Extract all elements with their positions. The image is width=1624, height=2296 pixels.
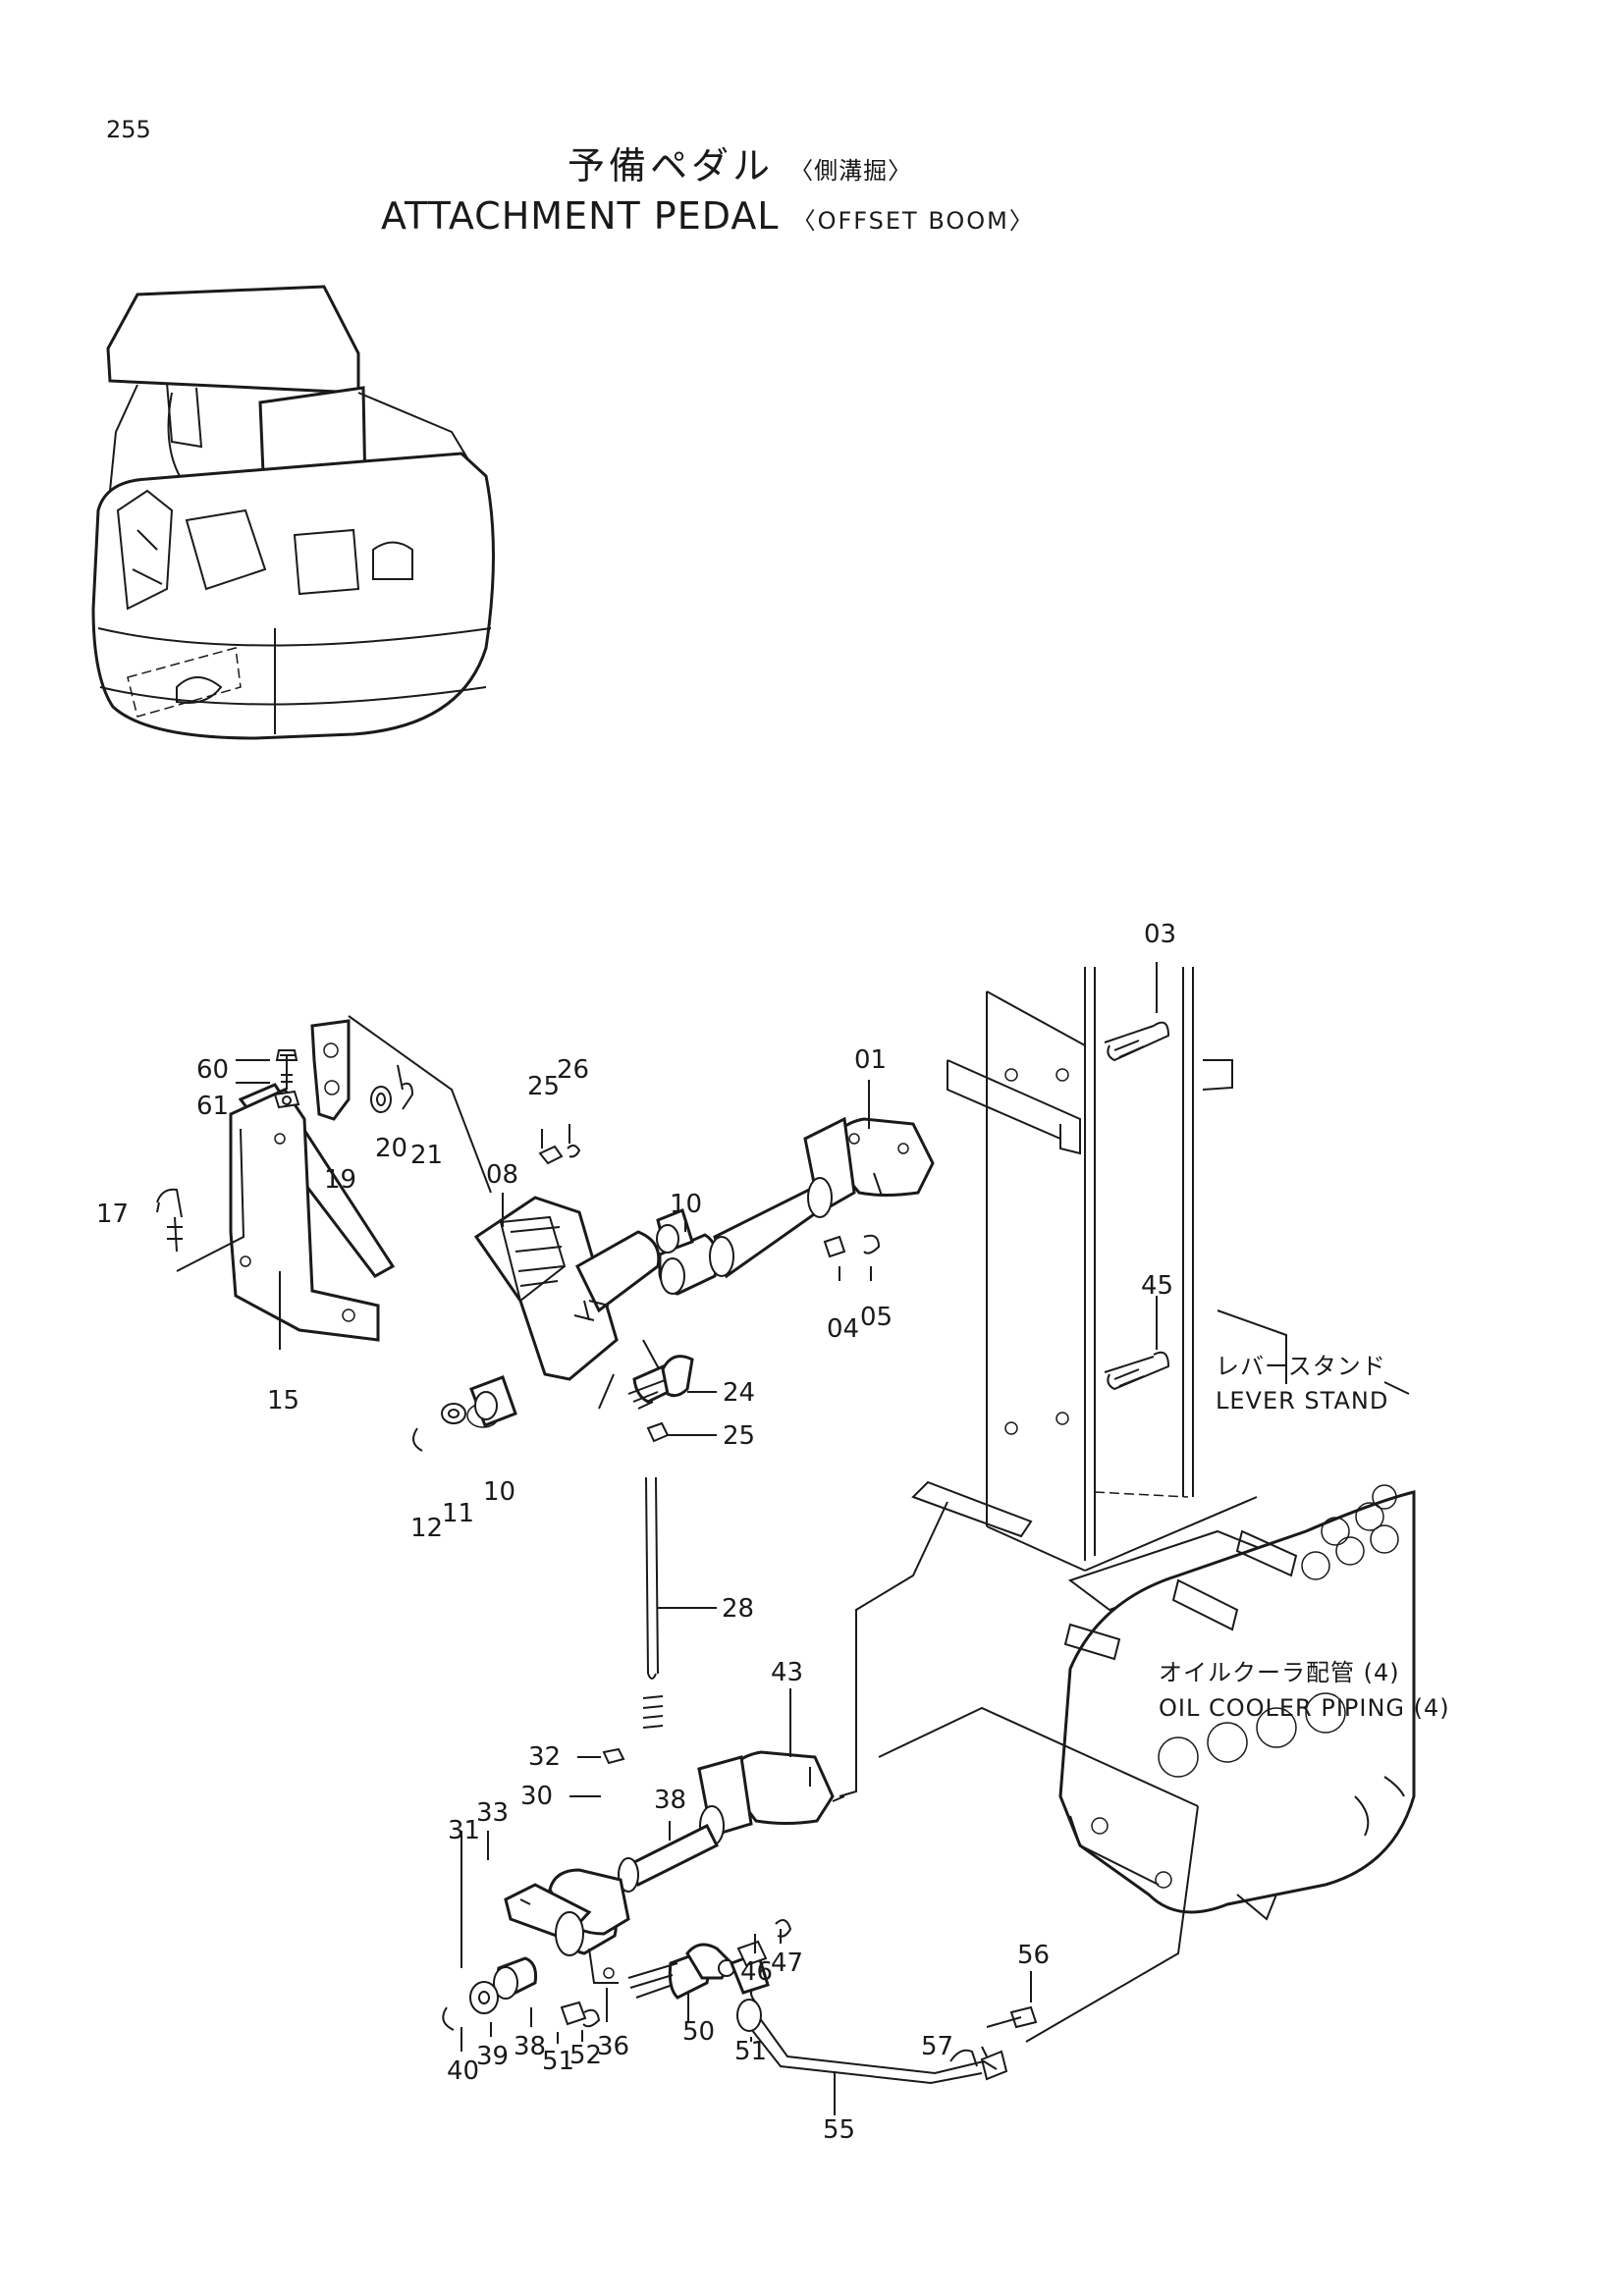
callout-61: 61 (196, 1092, 229, 1121)
callout-10-upper: 10 (670, 1190, 702, 1219)
callout-11: 11 (442, 1499, 474, 1528)
callout-25-upper: 25 (527, 1072, 560, 1101)
machine-overview-illustration (91, 285, 495, 740)
callout-50: 50 (682, 2017, 715, 2047)
control-valve-block-drawing (1058, 1484, 1416, 1921)
callout-38-lower: 38 (514, 2032, 546, 2061)
callout-20: 20 (375, 1134, 407, 1163)
title-en-sub: 〈OFFSET BOOM〉 (791, 207, 1035, 235)
callout-46: 46 (740, 1957, 773, 1987)
callout-55: 55 (823, 2115, 855, 2145)
callout-56: 56 (1017, 1941, 1050, 1970)
callout-05: 05 (860, 1303, 893, 1332)
callout-30: 30 (520, 1782, 553, 1811)
callout-52: 52 (569, 2041, 602, 2070)
callout-39: 39 (476, 2042, 509, 2071)
callout-03: 03 (1144, 920, 1176, 949)
callout-21: 21 (410, 1141, 443, 1170)
lower-pedal-assembly-drawing (442, 1501, 1199, 2085)
callout-32: 32 (528, 1742, 561, 1772)
callout-10-lower: 10 (483, 1477, 515, 1507)
callout-24: 24 (723, 1378, 755, 1408)
leader-lines (156, 962, 1170, 2115)
callout-04: 04 (827, 1314, 859, 1344)
upper-pedal-assembly-drawing (176, 1015, 935, 1410)
callout-26: 26 (557, 1055, 589, 1085)
title-jp-main: 予備ペダル (568, 144, 775, 187)
callout-51-right: 51 (734, 2037, 767, 2066)
callout-60: 60 (196, 1055, 229, 1085)
callout-33: 33 (476, 1798, 509, 1828)
callout-12: 12 (410, 1514, 443, 1543)
title-en-main: ATTACHMENT PEDAL (381, 194, 780, 238)
callout-43: 43 (771, 1658, 803, 1687)
title-japanese: 予備ペダル 〈側溝掘〉 (568, 135, 912, 189)
callout-28: 28 (722, 1594, 754, 1624)
callout-15: 15 (267, 1386, 299, 1415)
callout-25-lower: 25 (723, 1421, 755, 1451)
callout-36: 36 (597, 2032, 629, 2061)
lever-stand-drawing (911, 967, 1410, 1612)
title-jp-sub: 〈側溝掘〉 (789, 157, 913, 185)
title-english: ATTACHMENT PEDAL 〈OFFSET BOOM〉 (381, 194, 1035, 238)
page-number: 255 (106, 116, 151, 143)
callout-17: 17 (96, 1200, 129, 1229)
callout-51-left: 51 (542, 2047, 574, 2076)
reference-labels: レバースタンド LEVER STAND オイルクーラ配管 (4) OIL COO… (1159, 1353, 1450, 1722)
upper-pedal-hardware (156, 1049, 881, 1765)
callout-numbers: 03 01 60 61 25 26 08 17 19 20 21 10 04 0… (96, 920, 1176, 2145)
lever-stand-label-jp: レバースタンド (1216, 1353, 1386, 1380)
callout-57: 57 (921, 2032, 953, 2061)
callout-45: 45 (1141, 1271, 1173, 1301)
callout-31: 31 (448, 1816, 480, 1845)
callout-47: 47 (771, 1949, 803, 1978)
callout-01: 01 (854, 1045, 887, 1075)
oil-cooler-label-en: OIL COOLER PIPING (4) (1159, 1694, 1450, 1722)
callout-08: 08 (486, 1160, 518, 1190)
callout-38-upper: 38 (654, 1786, 686, 1815)
callout-19: 19 (324, 1165, 356, 1195)
callout-40: 40 (447, 2056, 479, 2086)
lever-stand-label-en: LEVER STAND (1216, 1387, 1388, 1415)
oil-cooler-label-jp: オイルクーラ配管 (4) (1159, 1659, 1400, 1686)
